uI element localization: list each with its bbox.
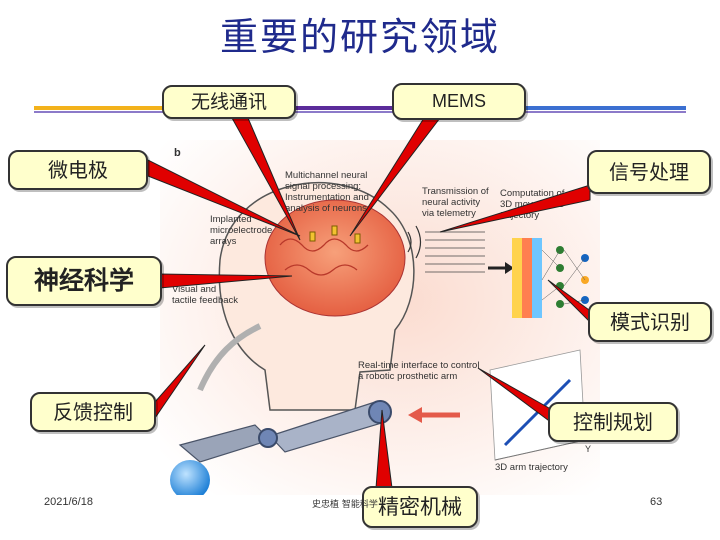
- callout-control-planning: 控制规划: [548, 402, 678, 442]
- footer-date: 2021/6/18: [44, 496, 93, 508]
- brain: [264, 199, 406, 317]
- neural-network-grid: [512, 238, 542, 318]
- callout-wireless: 无线通讯: [162, 85, 296, 119]
- footer-page-number: 63: [650, 496, 663, 508]
- callout-signal-processing: 信号处理: [587, 150, 711, 194]
- panel-label: b: [174, 147, 181, 159]
- page-title: 重要的研究领域: [219, 15, 500, 59]
- callout-mems: MEMS: [392, 83, 526, 120]
- axis-y-label: Y: [585, 444, 591, 454]
- realtime-text: Real-time interface to control a robotic…: [358, 360, 482, 382]
- callout-microelectrode: 微电极: [8, 150, 148, 190]
- multichannel-text: Multichannel neural signal processing: I…: [285, 170, 372, 214]
- trajectory-caption: 3D arm trajectory: [495, 462, 568, 473]
- callout-neuroscience: 神经科学: [6, 256, 162, 306]
- feedback-text: Visual and tactile feedback: [172, 284, 238, 306]
- footer-author: 史忠植 智能科学: [312, 500, 378, 510]
- bci-illustration: b Multichannel neural signal processing:…: [160, 140, 600, 495]
- callout-feedback-control: 反馈控制: [30, 392, 156, 432]
- callout-precision-machinery: 精密机械: [362, 486, 478, 528]
- target-ball: [170, 460, 210, 495]
- callout-pattern-recognition: 模式识别: [588, 302, 712, 342]
